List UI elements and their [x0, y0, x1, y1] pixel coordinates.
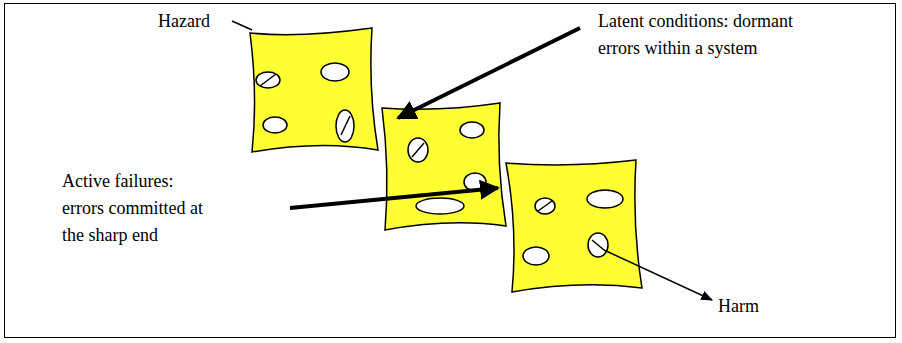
hazard-line [232, 21, 252, 30]
cheese-slice [506, 160, 642, 292]
leader-arrow [290, 188, 498, 208]
callout-text: Active failures: errors committed at the… [62, 168, 217, 249]
hazard-label: Hazard [158, 8, 210, 35]
cheese-slice [382, 103, 506, 230]
callout-text: Latent conditions: dormant errors within… [598, 8, 803, 62]
leader-arrow [398, 28, 580, 118]
harm-line [604, 250, 712, 300]
cheese-slice [250, 28, 378, 152]
harm-label: Harm [718, 293, 759, 320]
